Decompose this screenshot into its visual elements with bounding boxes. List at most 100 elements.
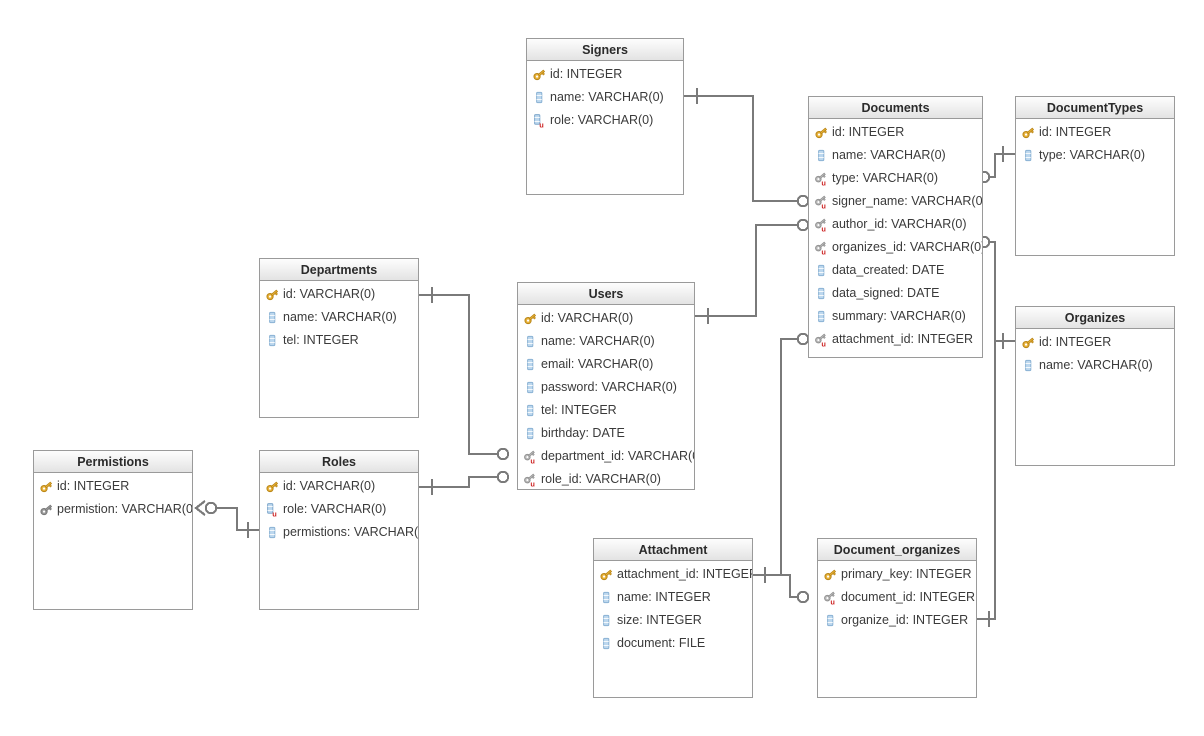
attribute-label: tel: INTEGER (283, 333, 359, 347)
entity-title-attachment: Attachment (594, 539, 752, 561)
attribute-row[interactable]: data_created: DATE (809, 259, 982, 282)
attribute-row[interactable]: id: INTEGER (1016, 121, 1174, 144)
primary-key-icon (265, 479, 280, 494)
entity-title-permistions: Permistions (34, 451, 192, 473)
attribute-label: name: VARCHAR(0) (1039, 358, 1153, 372)
attribute-row[interactable]: attachment_id: INTEGER (594, 563, 752, 586)
attribute-label: type: VARCHAR(0) (1039, 148, 1146, 162)
column-icon (599, 613, 614, 628)
attribute-row[interactable]: u role: VARCHAR(0) (527, 109, 683, 132)
attribute-label: role: VARCHAR(0) (550, 113, 654, 127)
column-icon (265, 310, 280, 325)
entity-title-document_organizes: Document_organizes (818, 539, 976, 561)
attribute-row[interactable]: permistion: VARCHAR(0) (34, 498, 192, 521)
attribute-row[interactable]: name: VARCHAR(0) (260, 306, 418, 329)
connector-users-documents (695, 218, 810, 324)
entity-title-users: Users (518, 283, 694, 305)
attribute-row[interactable]: name: VARCHAR(0) (1016, 354, 1174, 377)
attribute-row[interactable]: size: INTEGER (594, 609, 752, 632)
connector-documenttypes-documents (977, 146, 1015, 184)
attribute-label: summary: VARCHAR(0) (832, 309, 966, 323)
attribute-label: document_id: INTEGER (841, 590, 976, 604)
attribute-row[interactable]: primary_key: INTEGER (818, 563, 976, 586)
foreign-key-icon: u (823, 590, 838, 606)
attribute-row[interactable]: id: VARCHAR(0) (518, 307, 694, 330)
attribute-label: password: VARCHAR(0) (541, 380, 677, 394)
entity-title-documents: Documents (809, 97, 982, 119)
connector-organizes-documents (977, 235, 1015, 349)
foreign-key-icon: u (814, 171, 829, 187)
attribute-row[interactable]: name: INTEGER (594, 586, 752, 609)
attribute-row[interactable]: summary: VARCHAR(0) (809, 305, 982, 328)
attribute-row[interactable]: document: FILE (594, 632, 752, 655)
attribute-row[interactable]: type: VARCHAR(0) (1016, 144, 1174, 167)
column-icon (265, 525, 280, 540)
attribute-label: id: INTEGER (832, 125, 905, 139)
unique-index-icon: u (265, 502, 280, 518)
attribute-row[interactable]: id: INTEGER (1016, 331, 1174, 354)
primary-key-icon (1021, 335, 1036, 350)
attribute-row[interactable]: data_signed: DATE (809, 282, 982, 305)
svg-text:u: u (530, 479, 535, 487)
attribute-label: name: VARCHAR(0) (541, 334, 655, 348)
attribute-label: organize_id: INTEGER (841, 613, 969, 627)
attribute-row[interactable]: name: VARCHAR(0) (518, 330, 694, 353)
attribute-row[interactable]: birthday: DATE (518, 422, 694, 445)
entity-attributes-users: id: VARCHAR(0) name: VARCHAR(0) email: VAR… (518, 305, 694, 491)
attribute-row[interactable]: email: VARCHAR(0) (518, 353, 694, 376)
attribute-row[interactable]: id: INTEGER (527, 63, 683, 86)
connector-document-organizes-organizes (977, 341, 997, 627)
column-icon (599, 636, 614, 651)
svg-text:u: u (821, 339, 826, 347)
column-icon (823, 613, 838, 628)
attribute-row[interactable]: tel: INTEGER (260, 329, 418, 352)
attribute-row[interactable]: password: VARCHAR(0) (518, 376, 694, 399)
attribute-row[interactable]: name: VARCHAR(0) (809, 144, 982, 167)
svg-text:u: u (530, 456, 535, 464)
attribute-row[interactable]: u department_id: VARCHAR(0) (518, 445, 694, 468)
attribute-label: department_id: VARCHAR(0) (541, 449, 694, 463)
connector-signers-documents (684, 88, 810, 208)
column-icon (814, 148, 829, 163)
attribute-row[interactable]: permistions: VARCHAR(0) (260, 521, 418, 544)
attribute-row[interactable]: name: VARCHAR(0) (527, 86, 683, 109)
attribute-label: size: INTEGER (617, 613, 702, 627)
connector-attachment-document-organizes (753, 573, 810, 604)
attribute-row[interactable]: tel: INTEGER (518, 399, 694, 422)
attribute-row[interactable]: id: VARCHAR(0) (260, 283, 418, 306)
svg-text:u: u (539, 120, 544, 128)
attribute-label: id: INTEGER (1039, 335, 1112, 349)
attribute-row[interactable]: id: VARCHAR(0) (260, 475, 418, 498)
attribute-row[interactable]: id: INTEGER (34, 475, 192, 498)
attribute-row[interactable]: organize_id: INTEGER (818, 609, 976, 632)
entity-title-signers: Signers (527, 39, 683, 61)
attribute-row[interactable]: id: INTEGER (809, 121, 982, 144)
entity-attributes-documenttypes: id: INTEGER type: VARCHAR(0) (1016, 119, 1174, 167)
foreign-key-icon: u (814, 332, 829, 348)
column-icon (523, 357, 538, 372)
column-icon (814, 286, 829, 301)
